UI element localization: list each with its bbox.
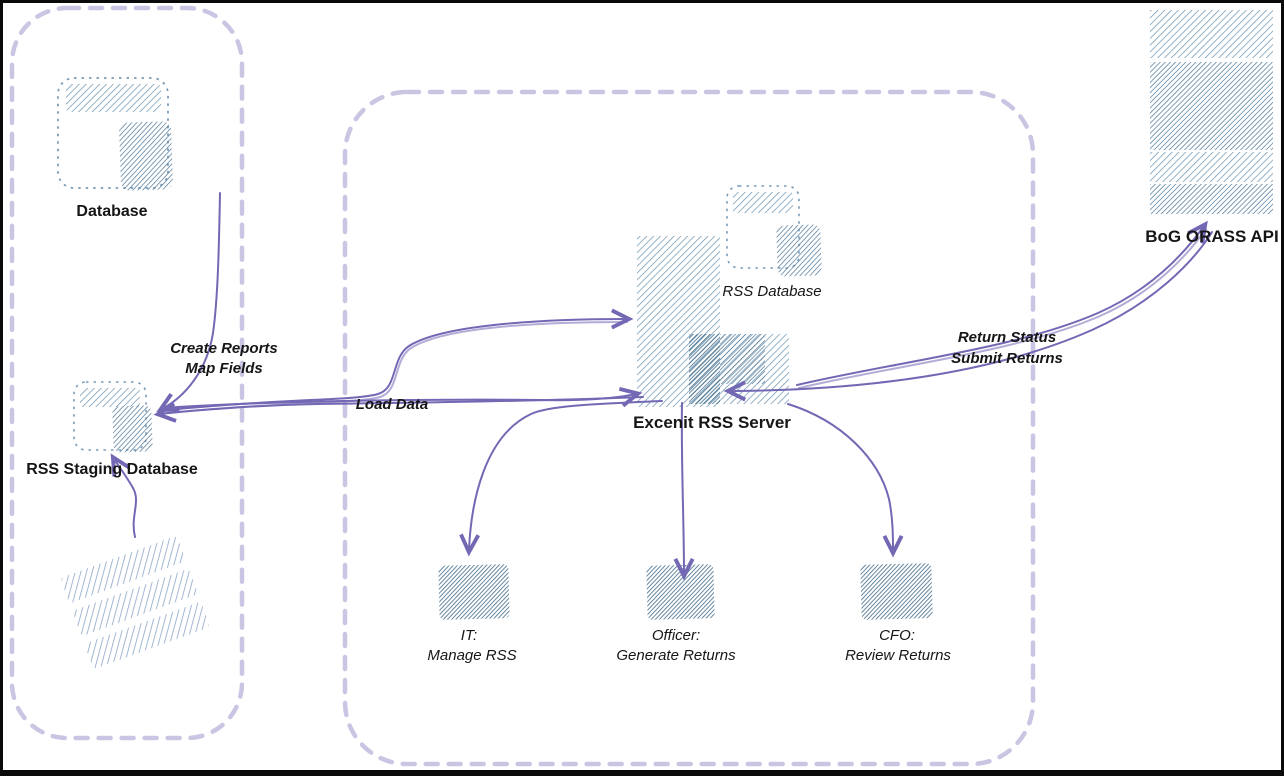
cfo-task-label: Review Returns [845, 647, 951, 664]
arrow-server-to-cfo [787, 403, 893, 551]
rss-database-icon [726, 185, 822, 277]
cfo-role-label: CFO: [879, 627, 915, 644]
bog-api-label: BoG ORASS API [1145, 227, 1279, 246]
it-person-icon [438, 564, 510, 620]
api-stack-icon [1150, 10, 1273, 214]
staging-label: RSS Staging Database [26, 461, 198, 478]
staging-database-icon [73, 381, 153, 453]
server-label: Excenit RSS Server [633, 413, 791, 432]
it-task-label: Manage RSS [427, 647, 517, 664]
officer-role-label: Officer: [651, 627, 701, 644]
left-group-container [9, 5, 245, 741]
it-role-label: IT: [460, 627, 478, 644]
center-group-container [342, 89, 1036, 767]
submit-returns-edge-label: Submit Returns [951, 350, 1063, 367]
return-status-edge-label: Return Status [957, 329, 1057, 346]
database-label: Database [76, 203, 148, 220]
arrow-server-to-officer [682, 402, 684, 574]
map-fields-edge-label: Map Fields [185, 360, 263, 377]
diagram-arrows [114, 192, 1213, 574]
document-stack-icon [61, 536, 209, 669]
arrow-docs-to-staging [114, 459, 137, 538]
load-data-edge-label: Load Data [355, 396, 429, 413]
arrow-create-reports [162, 192, 221, 409]
cfo-person-icon [860, 563, 933, 620]
create-reports-edge-label: Create Reports [170, 340, 278, 357]
officer-person-icon [646, 564, 715, 620]
arrow-server-to-it [469, 400, 663, 550]
database-window-icon [57, 77, 173, 191]
arrow-return-status [730, 231, 1213, 391]
arrow-submit-returns [796, 226, 1204, 386]
rss-database-label: RSS Database [722, 283, 822, 300]
officer-task-label: Generate Returns [616, 647, 736, 664]
arrow-staging-to-server-left [165, 319, 627, 411]
server-blocks-icon [637, 236, 789, 407]
